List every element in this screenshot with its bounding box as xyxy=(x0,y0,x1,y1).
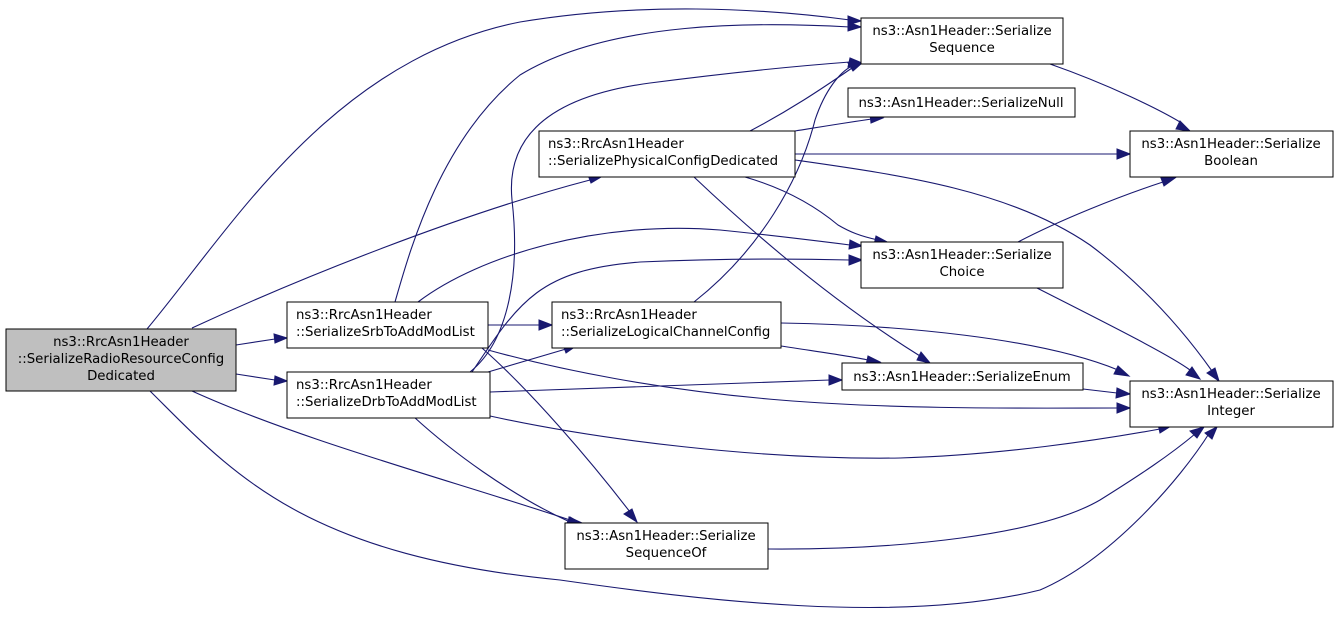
edge-phys-to-null xyxy=(794,118,873,132)
edge-phys-to-choice xyxy=(744,176,879,241)
arrowhead-to-int-radio xyxy=(1204,425,1218,440)
node-label-line-2: Choice xyxy=(939,265,984,280)
arrowhead-to-int-srb xyxy=(1116,402,1132,414)
node-label-line-1: ns3::RrcAsn1Header xyxy=(53,335,189,350)
node-label-line-1: ns3::RrcAsn1Header xyxy=(296,378,432,393)
arrowhead-to-logch-srb xyxy=(538,319,554,331)
edge-phys-to-seq xyxy=(749,67,853,132)
arrowhead-to-int-logch xyxy=(1113,365,1131,377)
node-serialize-drb-to-add-mod-list[interactable]: ns3::RrcAsn1Header ::SerializeDrbToAddMo… xyxy=(286,371,491,419)
edge-seq-to-bool xyxy=(1049,63,1181,123)
edge-enum-to-int xyxy=(1082,388,1118,394)
edge-srb-to-int xyxy=(487,349,1121,409)
node-label-line-2: ::SerializeDrbToAddModList xyxy=(296,395,477,410)
edge-drb-to-logch xyxy=(487,348,567,373)
arrowhead-to-bool-seq xyxy=(1175,120,1192,132)
arrowhead-to-int-enum xyxy=(1115,387,1132,399)
edge-logch-to-int xyxy=(780,322,1119,371)
arrowhead-to-int-phys xyxy=(1206,367,1220,383)
edge-drb-to-choice xyxy=(471,258,851,373)
node-label-line-1: ns3::Asn1Header::Serialize xyxy=(1141,137,1320,152)
edge-phys-to-enum xyxy=(693,176,921,357)
node-serialize-radio-resource-config-dedicated[interactable]: ns3::RrcAsn1Header ::SerializeRadioResou… xyxy=(5,328,237,392)
node-layer: ns3::RrcAsn1Header ::SerializeRadioResou… xyxy=(5,17,1334,570)
arrowhead-to-enum-drb xyxy=(828,374,844,386)
arrowhead-layer xyxy=(273,15,1220,527)
edge-srb-to-seqof xyxy=(481,347,631,513)
node-label-line-2: ::SerializePhysicalConfigDedicated xyxy=(548,154,778,169)
arrowhead-to-choice-drb xyxy=(848,254,864,266)
edge-drb-to-enum xyxy=(489,379,831,393)
node-serialize-physical-config-dedicated[interactable]: ns3::RrcAsn1Header ::SerializePhysicalCo… xyxy=(538,130,796,178)
node-label-line-2: Sequence xyxy=(929,41,995,56)
node-label-line-2: SequenceOf xyxy=(626,546,707,561)
node-label-line-1: ns3::RrcAsn1Header xyxy=(296,308,432,323)
arrowhead-to-int-choice xyxy=(1185,366,1202,380)
node-label-line-1: ns3::Asn1Header::Serialize xyxy=(576,529,755,544)
edge-radio-to-int xyxy=(149,390,1211,609)
edge-layer xyxy=(146,8,1213,609)
node-label-line-1: ns3::RrcAsn1Header xyxy=(561,308,697,323)
edge-srb-to-seq xyxy=(394,24,851,303)
arrowhead-to-srb xyxy=(273,333,289,344)
node-label-line-2: ::SerializeSrbToAddModList xyxy=(296,325,475,340)
edge-choice-to-int xyxy=(1036,287,1191,371)
edge-drb-to-seqof xyxy=(413,416,571,523)
arrowhead-to-seq-srb xyxy=(847,21,863,32)
edge-radio-to-srb xyxy=(235,338,276,346)
node-label-line-2: ::SerializeRadioResourceConfig xyxy=(18,352,224,367)
arrowhead-to-seq-phys xyxy=(847,62,864,72)
arrowhead-to-seqof-srb xyxy=(623,508,638,524)
node-label-line-2: ::SerializeLogicalChannelConfig xyxy=(561,325,770,340)
node-serialize-integer[interactable]: ns3::Asn1Header::Serialize Integer xyxy=(1129,380,1334,428)
arrowhead-to-choice-srb xyxy=(848,239,864,250)
edge-logch-to-seq xyxy=(693,65,853,303)
node-label-line-1: ns3::Asn1Header::Serialize xyxy=(1141,387,1320,402)
arrowhead-to-int-seqof xyxy=(1189,426,1206,439)
node-serialize-null[interactable]: ns3::Asn1Header::SerializeNull xyxy=(847,87,1076,118)
node-serialize-srb-to-add-mod-list[interactable]: ns3::RrcAsn1Header ::SerializeSrbToAddMo… xyxy=(286,301,489,349)
node-label-line-1: ns3::Asn1Header::SerializeNull xyxy=(858,96,1063,111)
node-label-line-1: ns3::Asn1Header::SerializeEnum xyxy=(853,370,1071,385)
node-label-line-2: Integer xyxy=(1207,404,1255,419)
arrowhead-to-drb xyxy=(273,375,289,386)
node-serialize-logical-channel-config[interactable]: ns3::RrcAsn1Header ::SerializeLogicalCha… xyxy=(551,301,782,349)
edge-radio-to-phys xyxy=(191,179,591,329)
edge-radio-to-drb xyxy=(235,373,276,381)
node-serialize-sequence-of[interactable]: ns3::Asn1Header::Serialize SequenceOf xyxy=(564,522,769,570)
edge-radio-to-seqof xyxy=(191,390,571,521)
node-serialize-enum[interactable]: ns3::Asn1Header::SerializeEnum xyxy=(841,362,1084,391)
node-label-line-1: ns3::RrcAsn1Header xyxy=(548,137,684,152)
edge-drb-to-int xyxy=(489,415,1161,459)
node-serialize-sequence[interactable]: ns3::Asn1Header::Serialize Sequence xyxy=(860,17,1064,65)
node-serialize-boolean[interactable]: ns3::Asn1Header::Serialize Boolean xyxy=(1129,130,1334,178)
edge-srb-to-choice xyxy=(417,227,851,303)
edge-logch-to-enum xyxy=(780,345,869,361)
node-serialize-choice[interactable]: ns3::Asn1Header::Serialize Choice xyxy=(860,241,1064,289)
edge-drb-to-seq xyxy=(469,61,851,373)
arrowhead-to-bool-phys xyxy=(1116,148,1132,160)
edge-seqof-to-int xyxy=(767,433,1196,550)
edge-radio-to-seq xyxy=(146,8,851,330)
node-label-line-3: Dedicated xyxy=(87,369,155,384)
arrowhead-to-bool-choice xyxy=(1160,177,1177,187)
node-label-line-1: ns3::Asn1Header::Serialize xyxy=(872,24,1051,39)
edge-phys-to-int xyxy=(794,159,1213,372)
arrowhead-to-enum-phys xyxy=(916,351,932,364)
edge-choice-to-bool xyxy=(1017,181,1164,243)
node-label-line-1: ns3::Asn1Header::Serialize xyxy=(872,248,1051,263)
node-label-line-2: Boolean xyxy=(1204,154,1258,169)
